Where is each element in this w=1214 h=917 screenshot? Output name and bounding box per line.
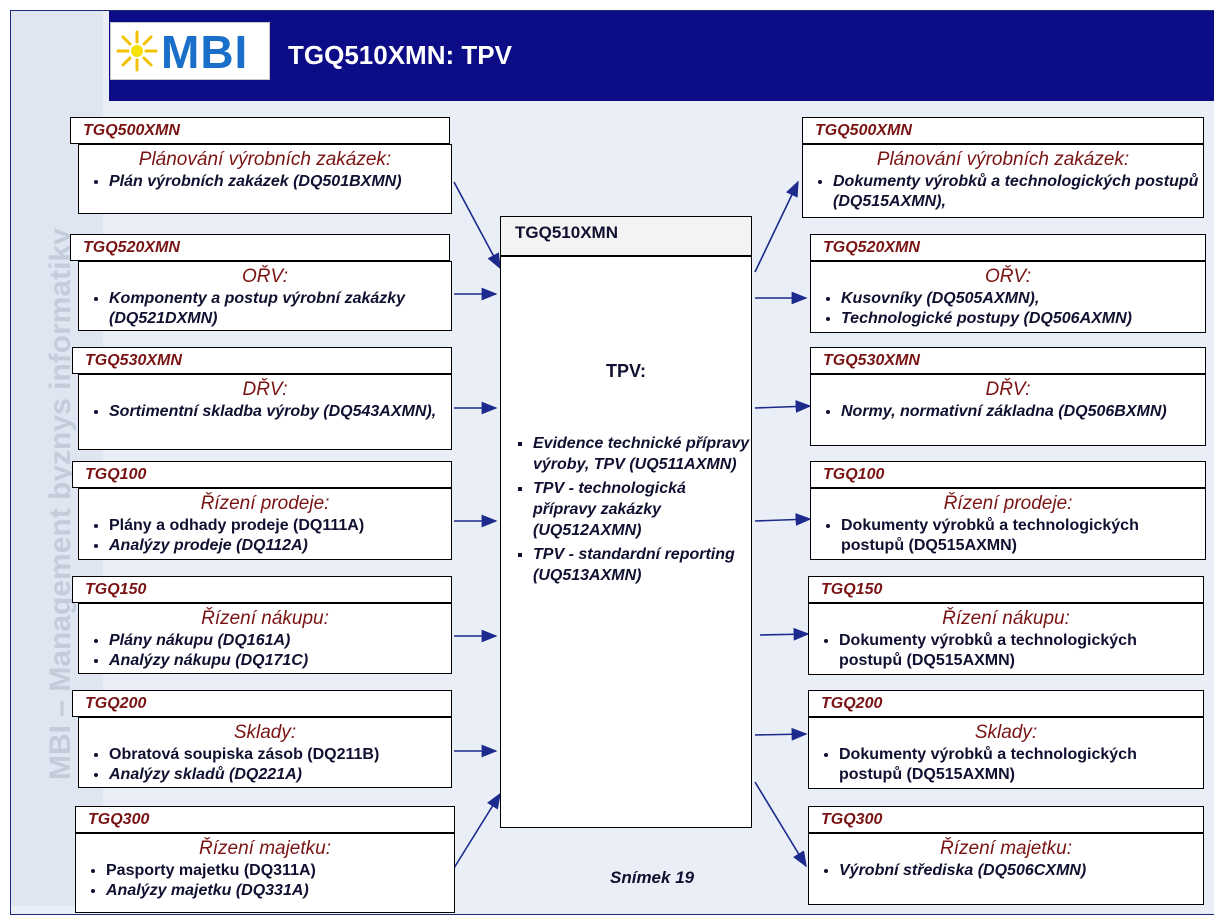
left-box-4-list: Plány a odhady prodeje (DQ111A)Analýzy p… bbox=[79, 516, 451, 556]
arrow-right-3 bbox=[754, 400, 812, 413]
list-item: Dokumenty výrobků a technologických post… bbox=[839, 631, 1203, 671]
list-item: Obratová soupiska zásob (DQ211B) bbox=[109, 745, 451, 765]
left-box-7-code: TGQ300 bbox=[75, 806, 455, 833]
left-box-3-code: TGQ530XMN bbox=[72, 347, 452, 374]
right-box-7: Řízení majetku:Výrobní střediska (DQ506C… bbox=[808, 833, 1204, 905]
right-box-4-list: Dokumenty výrobků a technologických post… bbox=[811, 516, 1205, 556]
arrow-left-1 bbox=[453, 181, 501, 270]
logo-text: MBI bbox=[161, 26, 249, 78]
left-box-6-title: Sklady: bbox=[233, 722, 297, 743]
right-box-2: OŘV:Kusovníky (DQ505AXMN),Technologické … bbox=[810, 261, 1206, 333]
right-box-1: Plánování výrobních zakázek:Dokumenty vý… bbox=[802, 144, 1204, 218]
arrow-right-1 bbox=[754, 180, 799, 273]
left-box-5-title: Řízení nákupu: bbox=[201, 608, 329, 629]
right-box-6-code: TGQ200 bbox=[808, 690, 1204, 717]
left-box-1-title: Plánování výrobních zakázek: bbox=[138, 149, 392, 170]
list-item: Plán výrobních zakázek (DQ501BXMN) bbox=[109, 172, 451, 192]
left-box-7-title: Řízení majetku: bbox=[199, 838, 331, 859]
center-item: Evidence technické přípravy výroby, TPV … bbox=[533, 433, 751, 475]
right-box-5-title: Řízení nákupu: bbox=[942, 608, 1070, 629]
right-box-7-title: Řízení majetku: bbox=[940, 838, 1072, 859]
left-box-6-code: TGQ200 bbox=[72, 690, 452, 717]
right-box-3-title: DŘV: bbox=[985, 379, 1031, 400]
left-box-6: Sklady:Obratová soupiska zásob (DQ211B)A… bbox=[78, 717, 452, 788]
slide-number: Snímek 19 bbox=[610, 868, 695, 887]
left-box-5: Řízení nákupu:Plány nákupu (DQ161A)Analý… bbox=[78, 603, 452, 674]
center-list: Evidence technické přípravy výroby, TPV … bbox=[513, 433, 751, 589]
right-box-1-code: TGQ500XMN bbox=[802, 117, 1204, 144]
right-box-2-title: OŘV: bbox=[984, 266, 1032, 287]
right-box-3-code: TGQ530XMN bbox=[810, 347, 1206, 374]
center-title: TPV: bbox=[605, 361, 646, 381]
left-box-1-list: Plán výrobních zakázek (DQ501BXMN) bbox=[79, 172, 451, 192]
left-box-2-code: TGQ520XMN bbox=[70, 234, 450, 261]
left-box-4-code: TGQ100 bbox=[72, 461, 452, 488]
list-item: Komponenty a postup výrobní zakázky (DQ5… bbox=[109, 289, 451, 329]
list-item: Dokumenty výrobků a technologických post… bbox=[833, 172, 1203, 212]
right-box-2-list: Kusovníky (DQ505AXMN),Technologické post… bbox=[811, 289, 1205, 329]
center-box: TPV: Evidence technické přípravy výroby,… bbox=[500, 256, 752, 828]
mbi-logo: MBI bbox=[110, 22, 270, 80]
right-box-7-code: TGQ300 bbox=[808, 806, 1204, 833]
list-item: Výrobní střediska (DQ506CXMN) bbox=[839, 861, 1203, 881]
right-box-5-code: TGQ150 bbox=[808, 576, 1204, 603]
right-box-6-title: Sklady: bbox=[974, 722, 1038, 743]
list-item: Plány nákupu (DQ161A) bbox=[109, 631, 451, 651]
list-item: Sortimentní skladba výroby (DQ543AXMN), bbox=[109, 402, 451, 422]
list-item: Pasporty majetku (DQ311A) bbox=[106, 861, 454, 881]
right-box-6-list: Dokumenty výrobků a technologických post… bbox=[809, 745, 1203, 785]
list-item: Technologické postupy (DQ506AXMN) bbox=[841, 309, 1205, 329]
list-item: Plány a odhady prodeje (DQ111A) bbox=[109, 516, 451, 536]
arrow-right-6 bbox=[754, 727, 808, 741]
sun-icon bbox=[116, 30, 158, 72]
page-title: TGQ510XMN: TPV bbox=[288, 40, 512, 70]
left-box-1: Plánování výrobních zakázek:Plán výrobní… bbox=[78, 144, 452, 214]
left-box-2-title: OŘV: bbox=[241, 266, 289, 287]
list-item: Dokumenty výrobků a technologických post… bbox=[839, 745, 1203, 785]
left-box-3-title: DŘV: bbox=[242, 379, 288, 400]
left-box-2-list: Komponenty a postup výrobní zakázky (DQ5… bbox=[79, 289, 451, 329]
left-box-6-list: Obratová soupiska zásob (DQ211B)Analýzy … bbox=[79, 745, 451, 785]
left-box-3-list: Sortimentní skladba výroby (DQ543AXMN), bbox=[79, 402, 451, 422]
right-box-3-list: Normy, normativní základna (DQ506BXMN) bbox=[811, 402, 1205, 422]
right-box-2-code: TGQ520XMN bbox=[810, 234, 1206, 261]
arrow-left-7 bbox=[453, 792, 501, 869]
right-box-3: DŘV:Normy, normativní základna (DQ506BXM… bbox=[810, 374, 1206, 446]
right-box-1-title: Plánování výrobních zakázek: bbox=[876, 149, 1130, 170]
arrow-right-5 bbox=[759, 627, 810, 641]
left-box-5-list: Plány nákupu (DQ161A)Analýzy nákupu (DQ1… bbox=[79, 631, 451, 671]
right-box-4-title: Řízení prodeje: bbox=[943, 493, 1073, 514]
left-box-5-code: TGQ150 bbox=[72, 576, 452, 603]
left-box-3: DŘV:Sortimentní skladba výroby (DQ543AXM… bbox=[78, 374, 452, 450]
left-box-4: Řízení prodeje:Plány a odhady prodeje (D… bbox=[78, 488, 452, 560]
right-box-5-list: Dokumenty výrobků a technologických post… bbox=[809, 631, 1203, 671]
list-item: Normy, normativní základna (DQ506BXMN) bbox=[841, 402, 1205, 422]
center-item: TPV - standardní reporting (UQ513AXMN) bbox=[533, 544, 751, 586]
right-box-1-list: Dokumenty výrobků a technologických post… bbox=[803, 172, 1203, 212]
right-box-4-code: TGQ100 bbox=[810, 461, 1206, 488]
left-box-1-code: TGQ500XMN bbox=[70, 117, 450, 144]
list-item: Analýzy prodeje (DQ112A) bbox=[109, 536, 451, 556]
list-item: Analýzy nákupu (DQ171C) bbox=[109, 651, 451, 671]
left-box-7: Řízení majetku:Pasporty majetku (DQ311A)… bbox=[75, 833, 455, 913]
title-bar bbox=[109, 11, 1214, 101]
right-box-5: Řízení nákupu:Dokumenty výrobků a techno… bbox=[808, 603, 1204, 675]
list-item: Analýzy skladů (DQ221A) bbox=[109, 765, 451, 785]
left-box-4-title: Řízení prodeje: bbox=[200, 493, 330, 514]
list-item: Kusovníky (DQ505AXMN), bbox=[841, 289, 1205, 309]
right-box-4: Řízení prodeje:Dokumenty výrobků a techn… bbox=[810, 488, 1206, 560]
center-item: TPV - technologická přípravy zakázky (UQ… bbox=[533, 478, 751, 541]
arrow-right-4 bbox=[754, 513, 812, 526]
list-item: Dokumenty výrobků a technologických post… bbox=[841, 516, 1205, 556]
left-box-7-list: Pasporty majetku (DQ311A)Analýzy majetku… bbox=[76, 861, 454, 901]
center-header: TGQ510XMN bbox=[500, 216, 752, 256]
left-box-2: OŘV:Komponenty a postup výrobní zakázky … bbox=[78, 261, 452, 331]
right-box-6: Sklady:Dokumenty výrobků a technologický… bbox=[808, 717, 1204, 789]
right-box-7-list: Výrobní střediska (DQ506CXMN) bbox=[809, 861, 1203, 881]
list-item: Analýzy majetku (DQ331A) bbox=[106, 881, 454, 901]
arrow-right-7 bbox=[754, 781, 807, 868]
